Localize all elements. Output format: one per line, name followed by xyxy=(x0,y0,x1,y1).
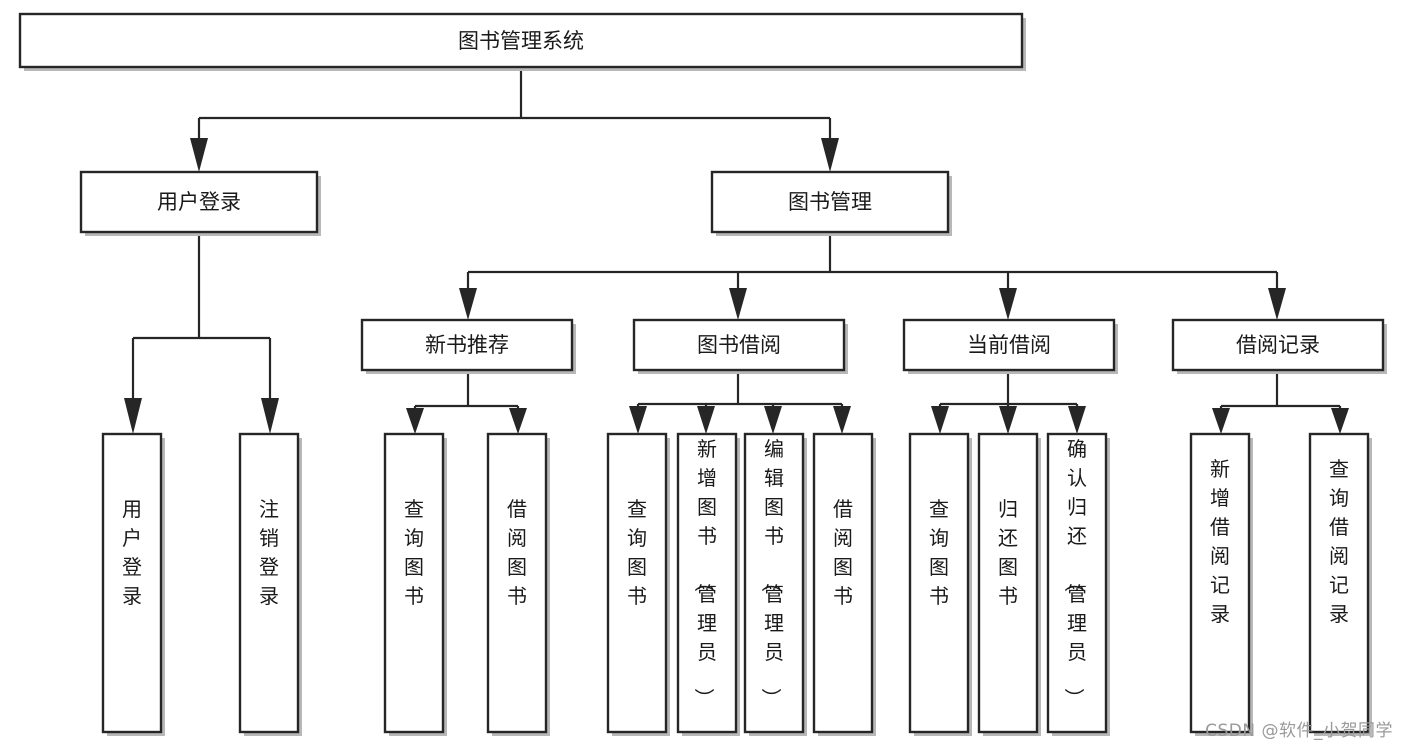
node-current-borrow-label: 当前借阅 xyxy=(967,333,1051,357)
arrow-book-manage-to-new-book xyxy=(459,288,477,320)
node-leaf-query-book-3-label: 查询图书 xyxy=(929,497,949,608)
node-leaf-add-book-label: 新增图书（管理员） xyxy=(692,437,717,708)
node-book-borrow[interactable]: 图书借阅 xyxy=(632,318,848,374)
node-leaf-query-record[interactable]: 查询借阅记录 xyxy=(1308,432,1372,736)
node-leaf-add-book[interactable]: 新增图书（管理员） xyxy=(676,432,740,736)
node-leaf-user-login[interactable]: 用户登录 xyxy=(101,432,165,736)
arrow-book-borrow-to-leaf3 xyxy=(764,406,782,434)
node-new-book-recommend[interactable]: 新书推荐 xyxy=(360,318,576,374)
edges-layer xyxy=(124,67,1349,434)
node-book-manage[interactable]: 图书管理 xyxy=(710,170,952,236)
node-leaf-borrow-book-1[interactable]: 借阅图书 xyxy=(486,432,550,736)
node-leaf-query-record-label: 查询借阅记录 xyxy=(1329,457,1349,626)
arrow-book-manage-to-current-borrow xyxy=(999,288,1017,320)
arrow-user-login-to-leaf1 xyxy=(124,398,142,434)
node-leaf-query-book-3[interactable]: 查询图书 xyxy=(908,432,972,736)
node-leaf-query-book-1-label: 查询图书 xyxy=(404,497,424,608)
arrow-new-book-to-leaf1 xyxy=(406,408,424,434)
node-leaf-query-book-1[interactable]: 查询图书 xyxy=(383,432,447,736)
node-book-borrow-label: 图书借阅 xyxy=(697,333,781,357)
node-user-login-label: 用户登录 xyxy=(157,190,241,214)
arrow-borrow-record-to-leaf2 xyxy=(1331,408,1349,434)
arrow-root-to-user-login xyxy=(190,138,208,172)
arrow-root-to-book-manage xyxy=(821,138,839,172)
node-leaf-user-logout-label: 注销登录 xyxy=(259,497,279,608)
node-leaf-query-book-2[interactable]: 查询图书 xyxy=(606,432,670,736)
arrow-book-manage-to-borrow-record xyxy=(1268,288,1286,320)
node-current-borrow[interactable]: 当前借阅 xyxy=(902,318,1118,374)
arrow-book-borrow-to-leaf4 xyxy=(833,406,851,434)
node-leaf-borrow-book-1-label: 借阅图书 xyxy=(507,497,527,608)
nodes-layer: 图书管理系统 用户登录 图书管理 新书推荐 xyxy=(18,12,1387,736)
arrow-book-borrow-to-leaf1 xyxy=(629,406,647,434)
arrow-book-borrow-to-leaf2 xyxy=(697,406,715,434)
node-borrow-record[interactable]: 借阅记录 xyxy=(1171,318,1387,374)
node-leaf-borrow-book-2[interactable]: 借阅图书 xyxy=(812,432,876,736)
node-leaf-return-book[interactable]: 归还图书 xyxy=(977,432,1041,736)
node-leaf-edit-book-label: 编辑图书（管理员） xyxy=(759,437,784,708)
node-leaf-return-book-label: 归还图书 xyxy=(998,497,1018,608)
node-leaf-user-login-label: 用户登录 xyxy=(122,497,142,608)
node-root-label: 图书管理系统 xyxy=(458,29,584,53)
arrow-current-borrow-to-leaf1 xyxy=(931,406,949,434)
node-new-book-recommend-label: 新书推荐 xyxy=(425,333,509,357)
node-user-login[interactable]: 用户登录 xyxy=(79,170,321,236)
node-leaf-add-record-label: 新增借阅记录 xyxy=(1210,457,1230,626)
node-leaf-user-logout[interactable]: 注销登录 xyxy=(238,432,302,736)
arrow-current-borrow-to-leaf2 xyxy=(999,406,1017,434)
arrow-user-login-to-leaf2 xyxy=(261,398,279,434)
node-leaf-add-record[interactable]: 新增借阅记录 xyxy=(1189,432,1253,736)
arrow-book-manage-to-book-borrow xyxy=(729,288,747,320)
node-leaf-borrow-book-2-label: 借阅图书 xyxy=(833,497,853,608)
node-leaf-edit-book[interactable]: 编辑图书（管理员） xyxy=(743,432,807,736)
node-leaf-confirm-return[interactable]: 确认归还（管理员） xyxy=(1046,432,1110,736)
arrow-current-borrow-to-leaf3 xyxy=(1068,406,1086,434)
node-borrow-record-label: 借阅记录 xyxy=(1236,333,1320,357)
arrow-new-book-to-leaf2 xyxy=(509,408,527,434)
node-root[interactable]: 图书管理系统 xyxy=(18,12,1026,71)
node-book-manage-label: 图书管理 xyxy=(788,190,872,214)
node-leaf-query-book-2-label: 查询图书 xyxy=(627,497,647,608)
node-leaf-confirm-return-label: 确认归还（管理员） xyxy=(1062,437,1087,708)
arrow-borrow-record-to-leaf1 xyxy=(1212,408,1230,434)
